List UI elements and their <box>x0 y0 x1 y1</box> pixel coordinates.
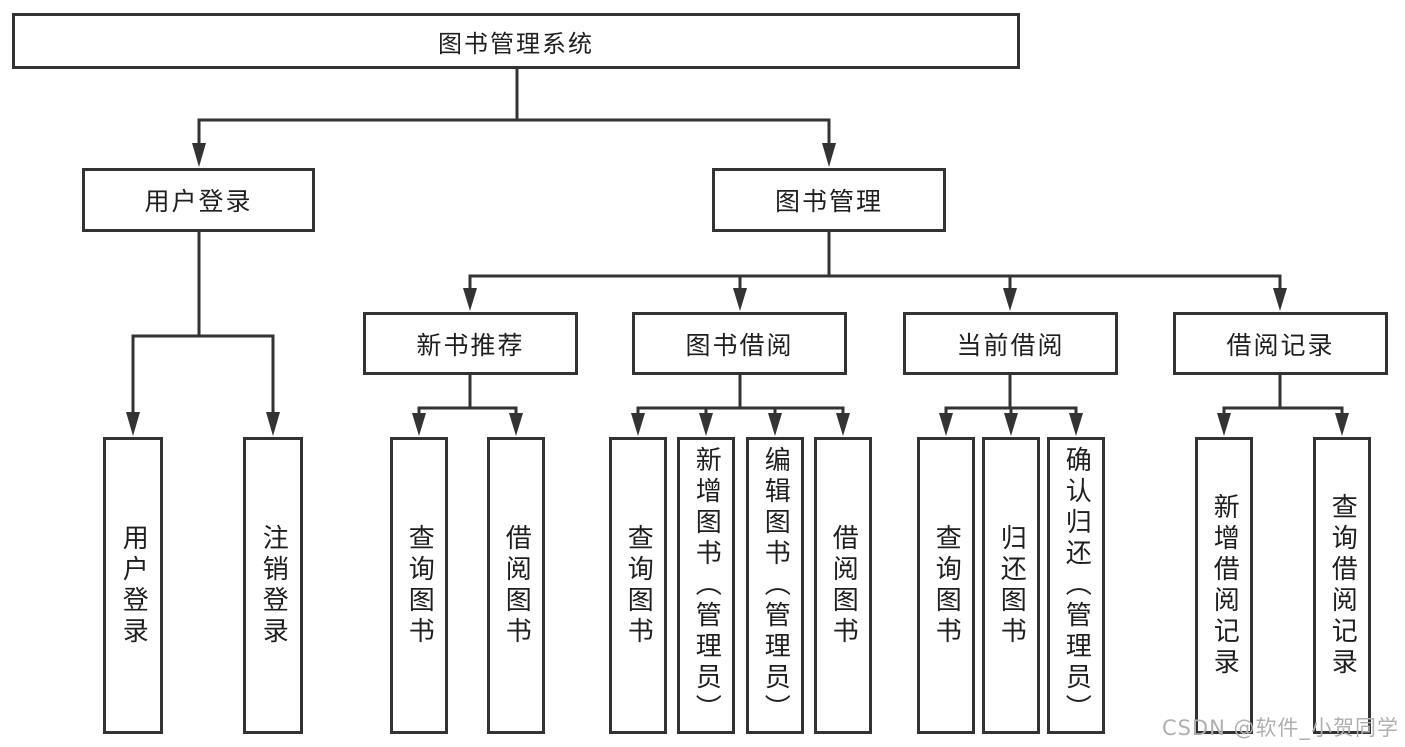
leaf-book-borrow-edit-admin: 编辑图书（管理员） <box>746 437 804 734</box>
arrow-down-icon <box>939 413 953 436</box>
arrowheads-borrow-records <box>1217 413 1349 436</box>
connector-book-borrow-to-leaves <box>636 374 845 416</box>
node-book-borrow: 图书借阅 <box>632 312 847 375</box>
arrow-down-icon <box>1217 413 1231 436</box>
leaf-label: 查询图书 <box>623 523 654 648</box>
arrowheads-user-login <box>126 412 280 436</box>
leaf-label: 查询图书 <box>404 523 435 648</box>
leaf-label: 归还图书 <box>996 523 1027 648</box>
arrow-down-icon <box>836 413 850 436</box>
arrowheads-new-books <box>412 413 523 436</box>
leaf-borrow-records-query: 查询借阅记录 <box>1313 437 1371 734</box>
leaf-label: 新增图书（管理员） <box>691 446 722 725</box>
node-label: 当前借阅 <box>956 330 1065 360</box>
leaf-label: 新增借阅记录 <box>1209 492 1240 679</box>
node-label: 图书借阅 <box>685 330 794 360</box>
connector-book-management-to-level3 <box>468 231 1282 291</box>
leaf-label: 查询图书 <box>931 523 962 648</box>
leaf-user-login: 用户登录 <box>103 437 163 734</box>
connector-current-borrow-to-leaves <box>944 374 1078 416</box>
arrow-down-icon <box>1004 413 1018 436</box>
leaf-new-books-query: 查询图书 <box>390 437 448 734</box>
node-label: 用户登录 <box>144 187 253 216</box>
leaf-logout: 注销登录 <box>243 437 303 734</box>
leaf-label: 注销登录 <box>258 523 289 648</box>
node-label: 借阅记录 <box>1226 330 1335 360</box>
arrow-down-icon <box>126 412 140 436</box>
leaf-new-books-borrow: 借阅图书 <box>487 437 545 734</box>
leaf-label: 确认归还（管理员） <box>1061 446 1092 725</box>
leaf-current-borrow-return: 归还图书 <box>982 437 1040 734</box>
arrow-down-icon <box>1335 413 1349 436</box>
connector-user-login-to-leaves <box>131 231 275 414</box>
root-label: 图书管理系统 <box>438 29 594 58</box>
arrow-down-icon <box>699 413 713 436</box>
leaf-label: 借阅图书 <box>501 523 532 648</box>
arrow-down-icon <box>822 143 836 167</box>
connector-borrow-records-to-leaves <box>1222 374 1344 416</box>
arrow-down-icon <box>768 413 782 436</box>
arrow-down-icon <box>631 413 645 436</box>
leaf-current-borrow-confirm-admin: 确认归还（管理员） <box>1047 437 1105 734</box>
node-library-management-system: 图书管理系统 <box>12 13 1020 69</box>
arrow-down-icon <box>412 413 426 436</box>
node-book-management: 图书管理 <box>712 168 946 232</box>
leaf-label: 查询借阅记录 <box>1327 492 1358 679</box>
arrow-down-icon <box>1273 288 1287 311</box>
connector-root-to-level2 <box>197 68 831 146</box>
leaf-label: 编辑图书（管理员） <box>760 446 791 725</box>
leaf-label: 借阅图书 <box>828 523 859 648</box>
arrow-down-icon <box>192 143 206 167</box>
leaf-book-borrow-add-admin: 新增图书（管理员） <box>677 437 735 734</box>
connector-new-books-to-leaves <box>417 374 518 416</box>
leaf-book-borrow-query: 查询图书 <box>609 437 667 734</box>
arrowheads-root-to-level2 <box>192 143 836 167</box>
node-label: 图书管理 <box>774 187 883 216</box>
csdn-watermark: CSDN @软件_小贺同学 <box>1161 716 1399 740</box>
arrow-down-icon <box>266 412 280 436</box>
node-borrow-records: 借阅记录 <box>1173 312 1388 375</box>
arrow-down-icon <box>463 288 477 311</box>
node-new-books: 新书推荐 <box>363 312 578 375</box>
leaf-current-borrow-query: 查询图书 <box>917 437 975 734</box>
arrow-down-icon <box>509 413 523 436</box>
arrow-down-icon <box>1003 288 1017 311</box>
leaf-book-borrow-borrow: 借阅图书 <box>814 437 872 734</box>
arrowheads-current-borrow <box>939 413 1083 436</box>
node-user-login: 用户登录 <box>82 168 315 232</box>
node-label: 新书推荐 <box>416 330 525 360</box>
arrowheads-level3 <box>463 288 1287 311</box>
arrow-down-icon <box>1069 413 1083 436</box>
leaf-label: 用户登录 <box>118 523 149 648</box>
leaf-borrow-records-add: 新增借阅记录 <box>1195 437 1253 734</box>
arrowheads-book-borrow <box>631 413 850 436</box>
node-current-borrow: 当前借阅 <box>903 312 1118 375</box>
arrow-down-icon <box>733 288 747 311</box>
